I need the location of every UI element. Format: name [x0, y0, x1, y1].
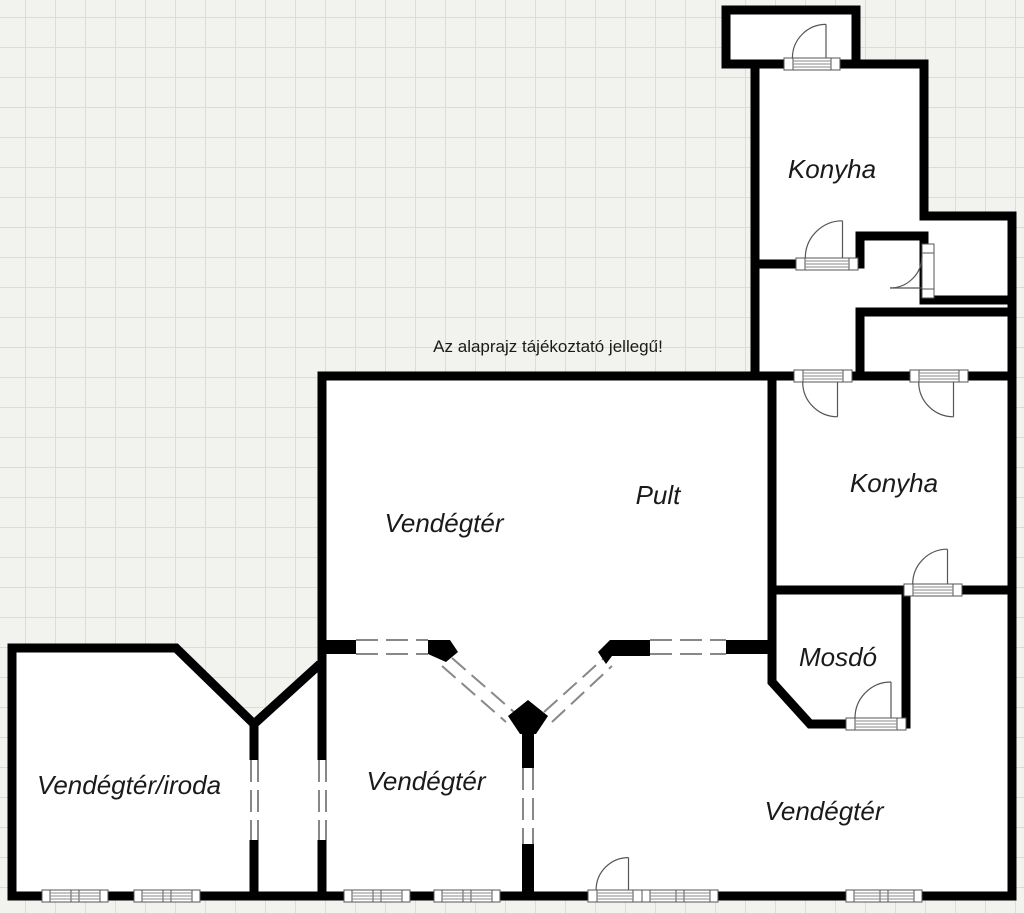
window: [845, 889, 923, 903]
door: [587, 857, 643, 903]
wall: [726, 59, 1017, 376]
window: [641, 889, 719, 903]
door: [903, 548, 963, 597]
windows: [41, 889, 923, 903]
window: [343, 889, 411, 903]
door: [889, 243, 935, 299]
window: [41, 889, 109, 903]
room-label-counter: Pult: [636, 480, 683, 510]
wall: [855, 307, 1012, 376]
room-label-dining-office: Vendégtér/iroda: [37, 770, 221, 800]
door: [909, 369, 969, 418]
room-label-kitchen-lower: Konyha: [850, 468, 938, 498]
room-label-dining-large: Vendégtér: [764, 796, 884, 826]
partitions: [249, 639, 772, 844]
door: [793, 369, 853, 418]
disclaimer-note: Az alaprajz tájékoztató jellegű!: [433, 337, 663, 356]
room-label-kitchen-upper: Konyha: [788, 154, 876, 184]
door: [795, 220, 859, 271]
door: [783, 23, 841, 71]
wall: [7, 371, 1017, 901]
doors: [587, 23, 969, 903]
room-label-washroom: Mosdó: [799, 642, 877, 672]
window: [433, 889, 501, 903]
door: [845, 681, 907, 731]
room-label-dining-main: Vendégtér: [384, 508, 504, 538]
room-label-dining-middle: Vendégtér: [366, 766, 486, 796]
window: [133, 889, 201, 903]
